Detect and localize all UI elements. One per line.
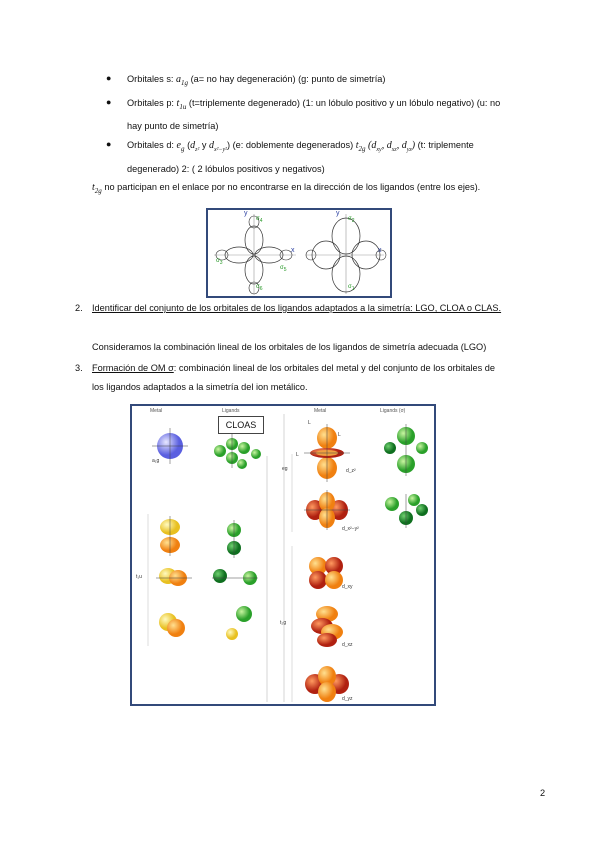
- page-number: 2: [540, 788, 546, 798]
- label-L: L: [338, 432, 341, 438]
- axis-y-label: y: [336, 210, 340, 217]
- label-dz2: d_z²: [346, 468, 356, 474]
- d-orbitals-figure: y y x x σ4 σ3 σ5 σ6 σ2 σ1: [206, 208, 392, 298]
- label-t2g: t₂g: [280, 620, 287, 626]
- label-eg: eg: [282, 466, 288, 472]
- axis-y-label: y: [244, 210, 248, 217]
- mo-orbitals-diagram: [147, 414, 428, 702]
- bullet-s-orbitals: Orbitales s: a1g (a= no hay degeneración…: [127, 74, 386, 87]
- bullet-d-orbitals: Orbitales d: eg (dz² y dx²−y²) (e: doble…: [127, 140, 474, 174]
- label-t1u: t₁u: [136, 574, 142, 580]
- section-2-title: Identificar del conjunto de los orbitale…: [92, 303, 502, 313]
- lgo-paragraph: Consideramos la combinación lineal de lo…: [92, 342, 487, 352]
- section-3-text: Formación de OM σ: combinación lineal de…: [92, 363, 495, 392]
- col-ligands-label: Ligands: [222, 408, 240, 414]
- section-3-number: 3.: [75, 363, 83, 373]
- sigma-label: σ2: [348, 216, 355, 225]
- section-3-title: Formación de OM σ: [92, 363, 174, 373]
- sigma-label: σ6: [256, 284, 263, 293]
- sigma-label: σ3: [216, 258, 223, 267]
- axis-x-label: x: [291, 247, 295, 254]
- label-L: L: [308, 420, 311, 426]
- mo-formation-figure: Metal Ligands Metal Ligands (σ) CLOAS: [130, 404, 436, 706]
- label-dyz: d_yz: [342, 696, 353, 702]
- d-orbitals-diagram: [214, 214, 387, 295]
- label-a1g: a₁g: [152, 458, 160, 464]
- section-2-number: 2.: [75, 303, 83, 313]
- bullet-dot: ●: [106, 97, 112, 107]
- label-L: L: [296, 452, 299, 458]
- bullet-dot: ●: [106, 73, 112, 83]
- sigma-label: σ5: [280, 265, 287, 274]
- sigma-label: σ4: [256, 216, 263, 225]
- t2g-note: t2g no participan en el enlace por no en…: [92, 182, 481, 195]
- bullet-p-orbitals: Orbitales p: t1u (t=triplemente degenera…: [127, 98, 501, 131]
- cloas-box: CLOAS: [218, 416, 264, 434]
- sigma-label: σ1: [348, 284, 355, 293]
- label-dx2y2: d_x²−y²: [342, 526, 359, 532]
- axis-x-label: x: [378, 247, 382, 254]
- label-dxy: d_xy: [342, 584, 353, 590]
- col-ligands2-label: Ligands (σ): [380, 408, 406, 414]
- label-dxz: d_xz: [342, 642, 353, 648]
- bullet-dot: ●: [106, 139, 112, 149]
- col-metal2-label: Metal: [314, 408, 327, 414]
- col-metal-label: Metal: [150, 408, 163, 414]
